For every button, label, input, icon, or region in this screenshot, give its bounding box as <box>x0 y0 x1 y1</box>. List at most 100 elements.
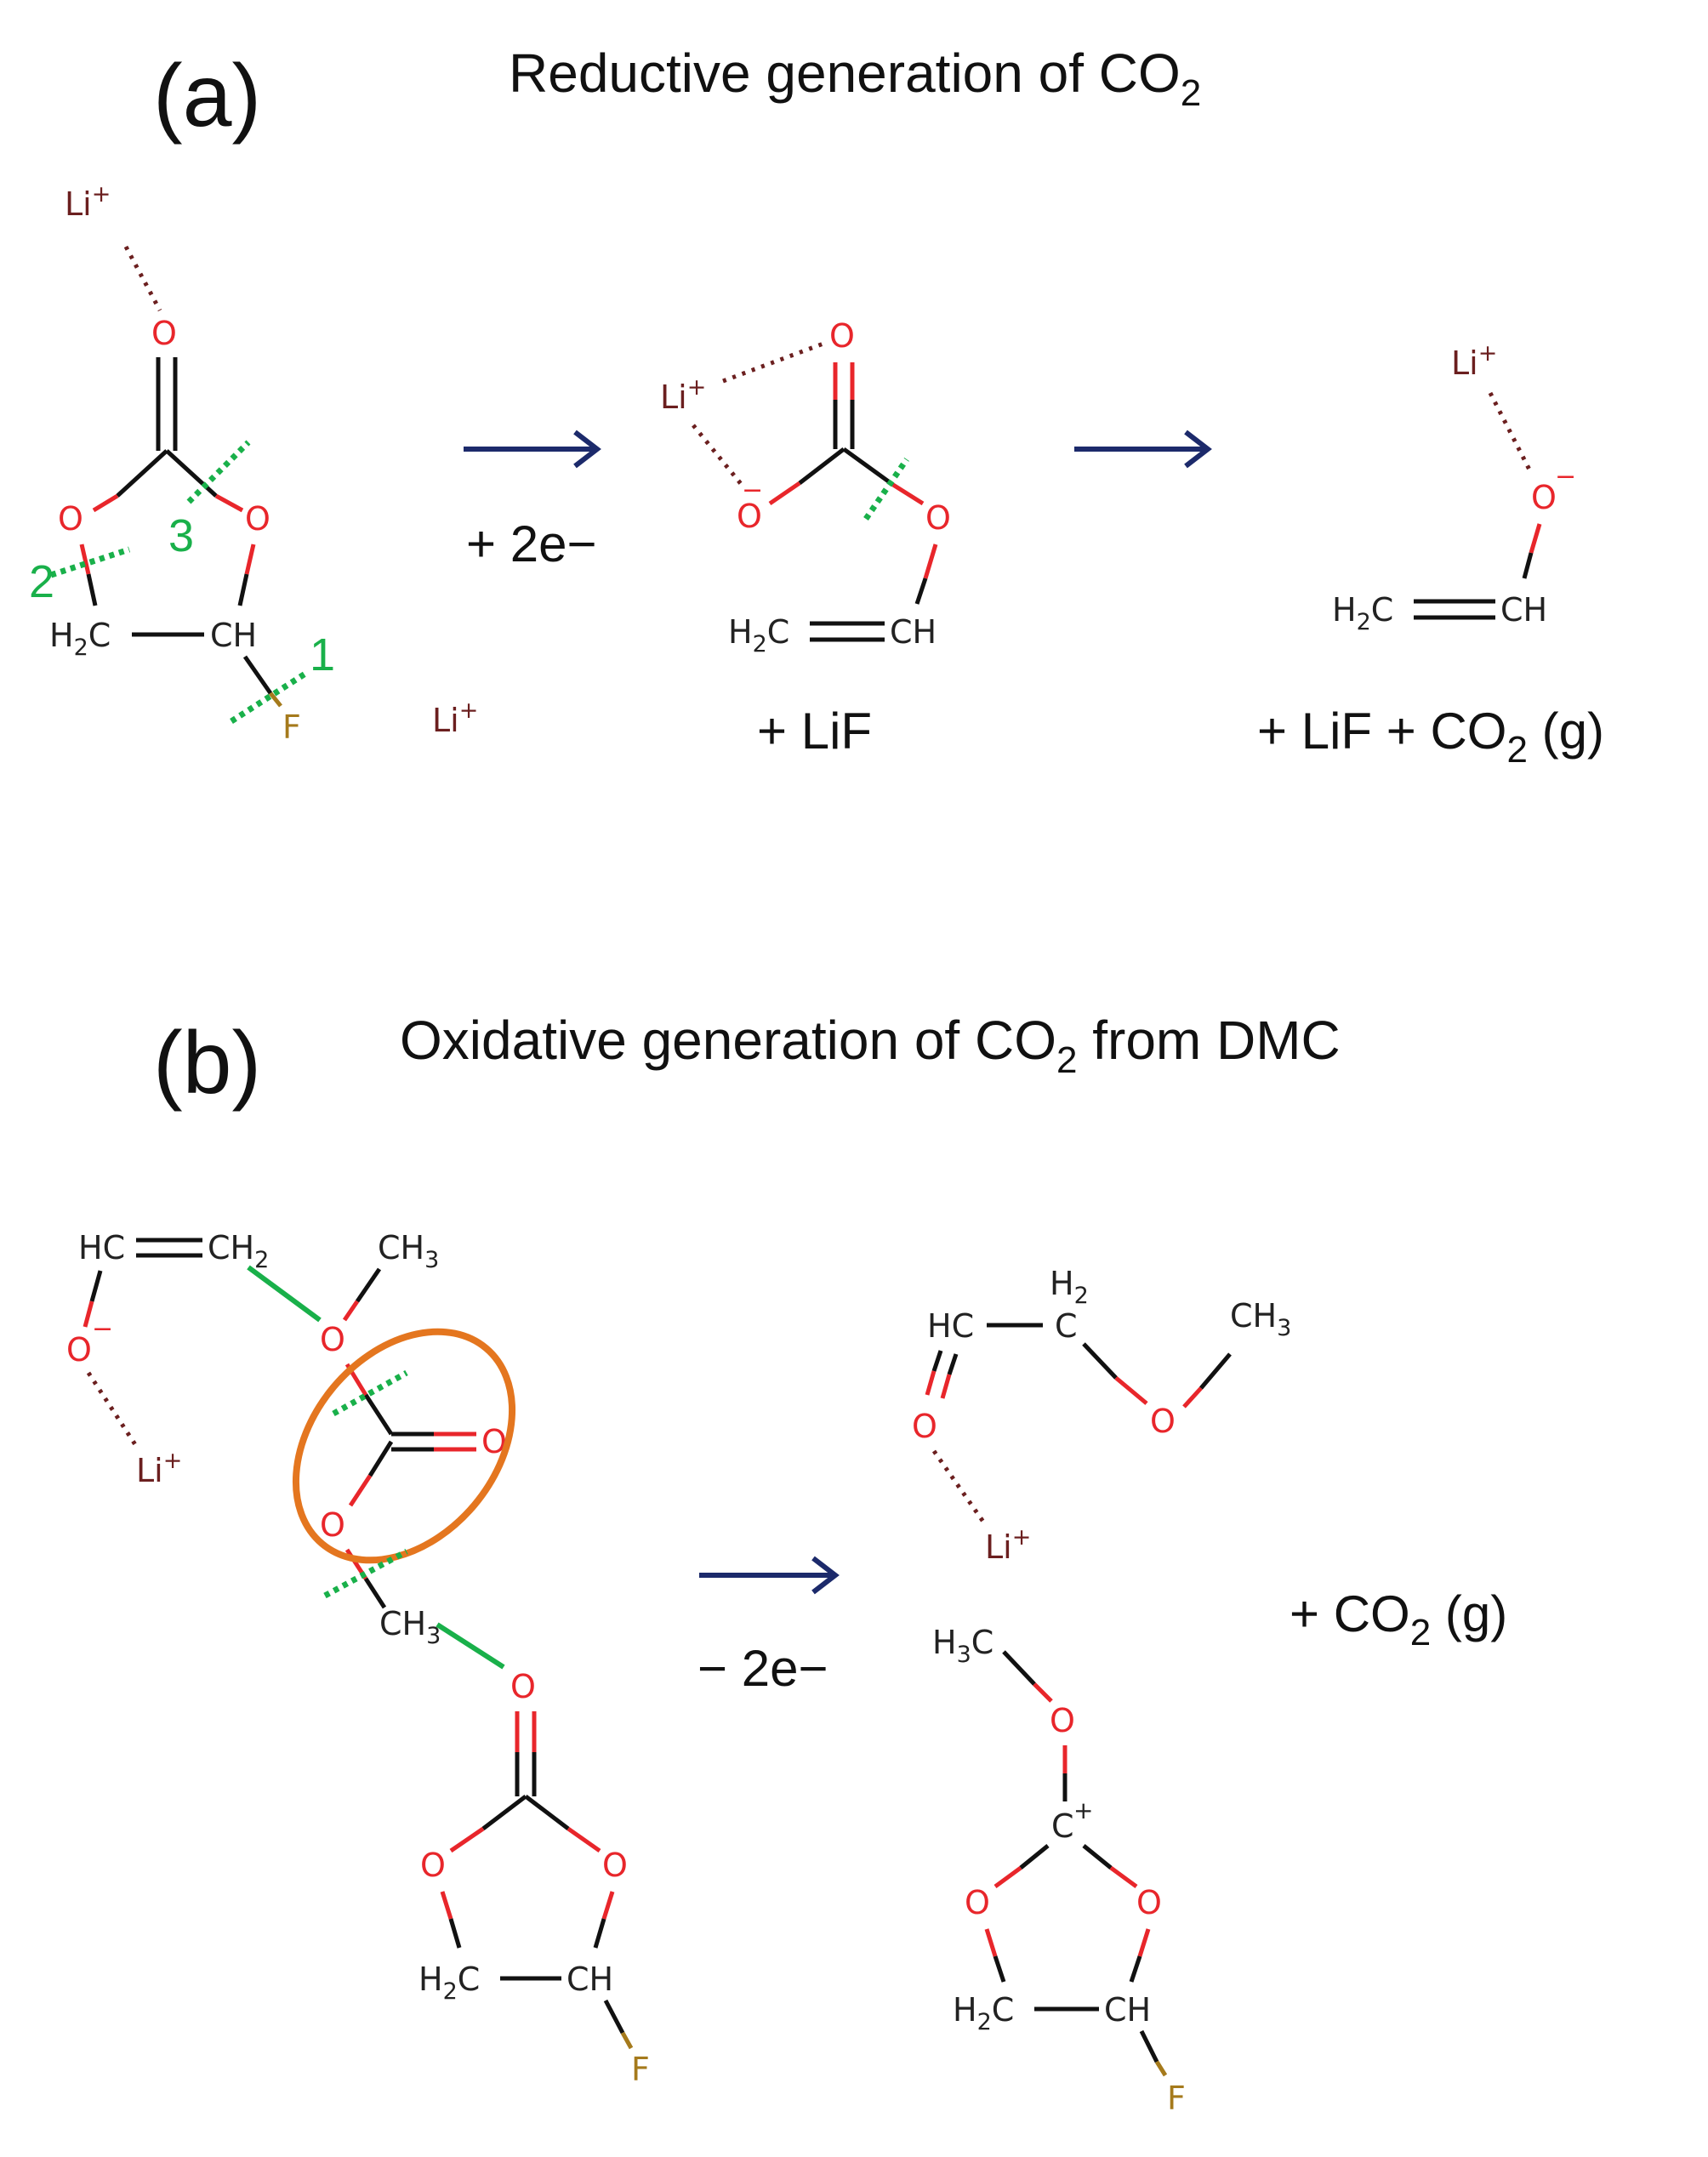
c-f-bond-b <box>1139 2029 1159 2063</box>
oxide-oxygen: O <box>737 498 762 535</box>
c-o-bond-bottom <box>367 1440 394 1477</box>
reaction-arrow-b <box>699 1556 840 1595</box>
fluorine-b: F <box>1167 2080 1186 2117</box>
ether-oxygen-top: O <box>320 1321 345 1358</box>
aldehyde-oxygen: O <box>912 1408 937 1445</box>
cleavage-line-b-top <box>332 1369 408 1417</box>
reaction-arrow-a2 <box>1074 430 1212 469</box>
li-oxide-coordination-b <box>86 1371 139 1448</box>
o-ch3-product <box>1199 1352 1232 1390</box>
o-vinyl-bond-o <box>923 544 938 579</box>
o-ch-bond <box>237 573 249 606</box>
ether-oxygen-product: O <box>1150 1403 1176 1440</box>
c-ominus-bond-o <box>768 481 801 506</box>
aldehyde-double-1o <box>925 1370 937 1396</box>
c-f-bond <box>242 655 273 695</box>
fec-c-o-left <box>481 1795 527 1830</box>
li-o-coordination <box>123 245 162 312</box>
new-bond-ch3-o <box>436 1622 505 1670</box>
fec-o-ch2 <box>448 1918 462 1949</box>
molecule-dmc-adduct: HC CH2 O − Li+ CH3 O O O CH3 O <box>66 1229 650 2088</box>
molecule-aldehyde-ether: HC H2 C O CH3 O Li+ <box>912 1265 1291 1566</box>
o-ch3-product-o <box>1182 1386 1203 1409</box>
panel-b-title: Oxidative generation of CO2 from DMC <box>400 1010 1341 1081</box>
molecule-dioxolanylium-cation: H3C O C + O O H2C CH F <box>932 1624 1186 2117</box>
cleavage-number-3: 3 <box>168 510 194 561</box>
o-c-bond-top <box>363 1393 394 1436</box>
byproducts-lif-co2: + LiF + CO2 (g) <box>1257 703 1604 771</box>
li-cation: Li+ <box>65 181 111 223</box>
c-ominus-bond <box>798 447 845 485</box>
cationic-charge: + <box>1073 1796 1093 1824</box>
o-ch-bond-o <box>244 544 256 575</box>
li-cation-product: Li+ <box>1451 340 1497 382</box>
cleavage-line-2 <box>49 546 131 578</box>
c-oring-bond <box>842 447 895 487</box>
ring-oxygen-right-b: O <box>1136 1884 1162 1921</box>
fec-c-o-right <box>524 1795 570 1830</box>
oxide-charge: − <box>742 475 763 505</box>
li-cation-free: Li+ <box>432 697 478 739</box>
ring-oxygen-left-b: O <box>965 1884 990 1921</box>
o-ch-b <box>1129 1955 1142 1983</box>
h2c-vinyl: H2C <box>728 613 789 657</box>
li-oxide-coordination-product <box>1488 391 1534 475</box>
fec-o-ch2-o <box>440 1891 453 1920</box>
fec-carbonyl-oxygen: O <box>510 1668 536 1705</box>
fec-c-f <box>603 1999 625 2035</box>
c-o-bond-left <box>116 449 168 498</box>
cationic-carbon: C <box>1051 1807 1074 1845</box>
oxide-charge-product: − <box>1555 462 1576 492</box>
li-cation-b: Li+ <box>136 1448 182 1489</box>
carbonyl-oxygen: O <box>151 315 177 352</box>
c-o-bond-left-o <box>92 493 119 513</box>
c-o-ring-right <box>1082 1844 1113 1870</box>
molecule-ring-opened-intermediate: Li+ O O − O H2C CH <box>660 317 951 657</box>
fec-c-o-right-o <box>566 1826 601 1853</box>
ch3-o-bond-o <box>342 1300 360 1322</box>
h3c-o-bond-o <box>1033 1682 1053 1703</box>
oxide-oxygen-b: O <box>66 1331 92 1369</box>
h2c-group: H2C <box>49 617 111 661</box>
fec-fluorine: F <box>631 2051 650 2088</box>
ch2-o-bond <box>1082 1342 1118 1380</box>
li-aldehyde-coordination <box>931 1449 988 1526</box>
byproduct-lif: + LiF <box>757 703 872 760</box>
o-ch-b-o <box>1137 1928 1151 1957</box>
fec-o-ch <box>593 1918 606 1949</box>
co2-fragment-highlight <box>292 1328 516 1564</box>
fluorine: F <box>282 709 301 746</box>
ring-oxygen-left: O <box>58 500 83 538</box>
ester-oxygen: O <box>925 499 951 537</box>
panel-a-label: (a) <box>153 47 261 145</box>
o-ch2-b-o <box>984 1928 998 1957</box>
new-bond-ch2-o <box>247 1265 322 1323</box>
ch-group: CH <box>210 617 257 654</box>
ch2-o-bond-o <box>1114 1376 1148 1405</box>
c-o-bond-right-o <box>214 493 244 513</box>
fec-ring-oxygen-left: O <box>420 1847 446 1884</box>
fec-ring-oxygen-right: O <box>602 1847 628 1884</box>
li-oxide-coordination <box>692 424 743 487</box>
c-f-bond-f <box>269 691 282 708</box>
aldehyde-double-1 <box>931 1350 943 1372</box>
c-o-bond-right <box>165 449 218 498</box>
cleavage-line-1 <box>230 669 310 724</box>
ch3-o-bond <box>355 1267 382 1303</box>
condition-minus-2e: − 2e− <box>697 1640 828 1697</box>
ch3-methyl-bottom: CH3 <box>379 1605 441 1649</box>
ch-vinyl-product: CH <box>1500 591 1547 629</box>
fec-ch: CH <box>566 1961 613 1998</box>
h2c-ring-b: H2C <box>953 1991 1014 2035</box>
c-o-ring-left-o <box>993 1865 1022 1889</box>
fec-c-f-f <box>620 2031 634 2050</box>
methoxy-oxygen: O <box>1050 1702 1075 1739</box>
h2c-vinyl-product: H2C <box>1332 591 1393 635</box>
h3c-methyl: H3C <box>932 1624 993 1668</box>
ch2-h2: H2 <box>1050 1265 1089 1309</box>
panel-a-title: Reductive generation of CO2 <box>509 43 1201 114</box>
carbonyl-oxygen-intermediate: O <box>829 317 855 355</box>
h3c-o-bond <box>1002 1650 1036 1686</box>
c-o-bond-bottom-o <box>348 1474 373 1507</box>
